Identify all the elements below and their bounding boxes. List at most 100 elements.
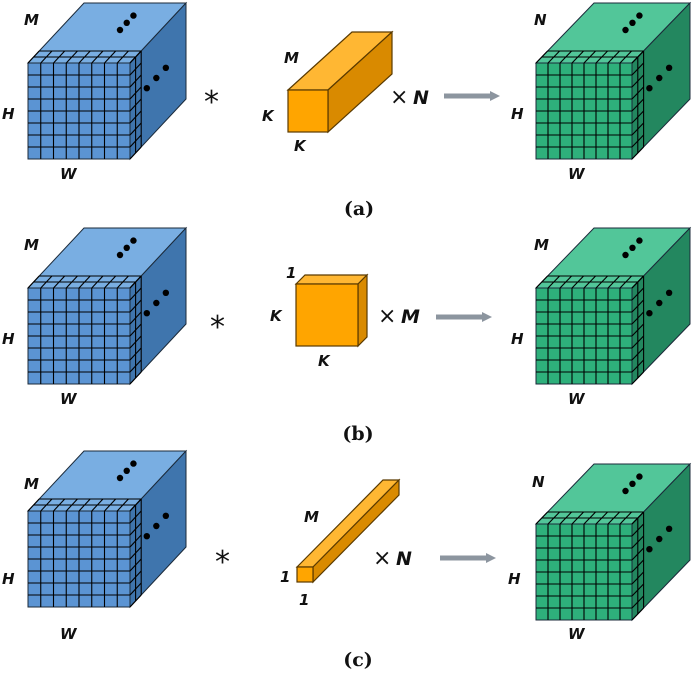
grid-line [631, 50, 644, 64]
dot [665, 525, 673, 532]
dot [162, 64, 170, 72]
grid-line [631, 607, 644, 621]
output-cube [534, 1, 692, 161]
dot [116, 474, 124, 482]
output-depth-label: M [534, 236, 549, 254]
grid-line [631, 98, 644, 112]
kernel-height-label: K [270, 307, 283, 325]
grid-line [104, 498, 117, 512]
input-feature-map: M H W [2, 449, 188, 643]
input-feature-map: M H W [2, 1, 188, 183]
output-height-label: H [511, 105, 524, 123]
grid-line [116, 50, 129, 64]
dot [656, 535, 663, 543]
dot [629, 480, 636, 487]
dot [646, 546, 653, 553]
convolution-operator: * [215, 545, 230, 580]
grid-line [116, 498, 129, 512]
grid-line [53, 498, 66, 512]
grid-line [595, 511, 608, 525]
dot [153, 299, 160, 307]
output-height-label: H [511, 330, 524, 348]
grid-line [583, 511, 596, 525]
output-cube [534, 226, 692, 386]
input-cube [26, 449, 188, 609]
grid-lines [535, 511, 645, 621]
input-depth-label: M [24, 236, 39, 254]
grid-line [631, 74, 644, 88]
input-width-label: W [60, 165, 78, 183]
grid-line [129, 534, 142, 548]
ellipsis-icon [622, 237, 643, 259]
grid-line [129, 582, 142, 596]
kernel-height-label: K [262, 107, 275, 125]
grid-line [40, 498, 53, 512]
grid-line [595, 275, 608, 289]
grid-line [129, 570, 142, 584]
grid-line [631, 323, 644, 337]
grid-line [631, 275, 644, 289]
grid-line [631, 371, 644, 385]
grid-line [631, 146, 644, 160]
dot [636, 237, 643, 244]
dot [162, 289, 170, 296]
grid-line [129, 146, 142, 160]
grid-line [583, 275, 596, 289]
grid-line [535, 511, 548, 525]
grid-line [129, 522, 142, 536]
grid-line [53, 275, 66, 289]
grid-line [619, 275, 632, 289]
dot [143, 533, 150, 540]
dot [636, 473, 643, 480]
convolution-operator: * [210, 310, 225, 345]
grid-line [129, 335, 142, 349]
dot [123, 19, 130, 26]
output-cube [534, 462, 692, 622]
caption: (c) [343, 649, 373, 671]
convolution-operator: * [204, 85, 219, 120]
dot [153, 522, 160, 530]
grid-line [129, 98, 142, 112]
ellipsis-icon [622, 473, 643, 495]
grid-line [91, 498, 104, 512]
kernel-count: M [401, 306, 420, 328]
kernel-count: N [413, 87, 429, 109]
output-feature-map: N H W [511, 1, 692, 183]
grid-line [631, 110, 644, 124]
grid-line [631, 511, 644, 525]
times-symbol: × [378, 304, 396, 329]
grid-line [129, 311, 142, 325]
grid-line [129, 323, 142, 337]
grid-line [129, 110, 142, 124]
grid-line [91, 50, 104, 64]
ellipsis-icon [143, 64, 170, 92]
grid-line [53, 50, 66, 64]
caption: (a) [344, 198, 374, 220]
kernel-width-label: 1 [299, 591, 309, 609]
input-height-label: H [2, 105, 15, 123]
dot [646, 85, 653, 92]
kernel-cuboid [294, 273, 369, 348]
multiplier: × N [390, 85, 429, 110]
grid-line [631, 134, 644, 148]
grid-line [129, 50, 142, 64]
ellipsis-icon [116, 12, 137, 34]
grid-line [129, 86, 142, 100]
kernel-depth-label: 1 [286, 264, 296, 282]
ellipsis-icon [646, 289, 673, 317]
grid-line [631, 583, 644, 597]
dot [665, 64, 673, 72]
grid-line [129, 594, 142, 608]
dot [629, 244, 636, 251]
dot [153, 74, 160, 82]
grid-line [129, 74, 142, 88]
input-cube [26, 226, 188, 386]
grid-line [129, 546, 142, 560]
kernel-cuboid [295, 478, 401, 584]
grid-line [129, 558, 142, 572]
side-face [357, 273, 368, 348]
grid-line [116, 275, 129, 289]
grid-lines [27, 50, 142, 160]
grid-line [631, 595, 644, 609]
multiplier: × M [378, 304, 420, 329]
